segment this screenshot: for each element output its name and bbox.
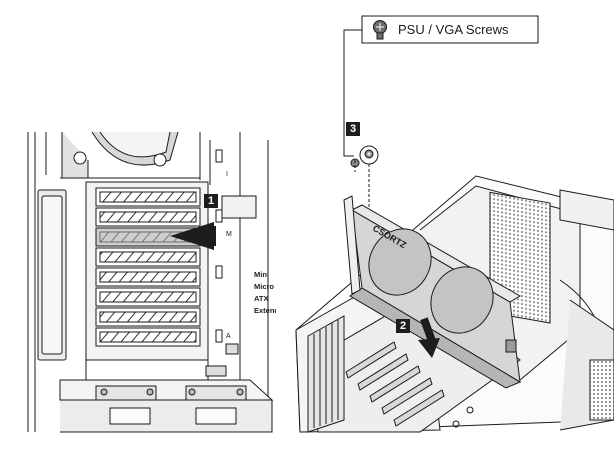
callout-leader-line xyxy=(343,29,362,157)
step-3-badge: 3 xyxy=(346,122,360,136)
screws-callout-box xyxy=(361,15,539,44)
form-factor-mini: Mini xyxy=(254,270,269,279)
step-1-badge: 1 xyxy=(204,194,218,208)
slot-cover xyxy=(95,247,201,267)
expansion-slot-covers xyxy=(95,187,201,347)
step-1-arrow xyxy=(170,222,216,250)
slot-marker-middle: M xyxy=(226,231,232,238)
slot-cover xyxy=(95,207,201,227)
bracket-screws xyxy=(350,145,379,210)
case-floor xyxy=(59,343,274,433)
step-2-badge: 2 xyxy=(396,319,410,333)
slot-cover xyxy=(95,327,201,347)
slot-cover xyxy=(95,307,201,327)
form-factor-extended: Extende xyxy=(254,306,276,315)
slot-cover xyxy=(95,187,201,207)
slot-cover xyxy=(95,287,201,307)
rear-fan xyxy=(60,131,200,179)
slot-marker-top: I xyxy=(226,171,228,178)
screw-icon xyxy=(373,20,387,40)
slot-cover xyxy=(95,267,201,287)
step-2-arrow xyxy=(418,317,440,358)
form-factor-atx: ATX xyxy=(254,294,269,303)
slot-marker-bottom: A xyxy=(226,333,231,340)
psu-vga-screws-label: PSU / VGA Screws xyxy=(398,22,509,37)
form-factor-micro: Micro xyxy=(254,282,275,291)
